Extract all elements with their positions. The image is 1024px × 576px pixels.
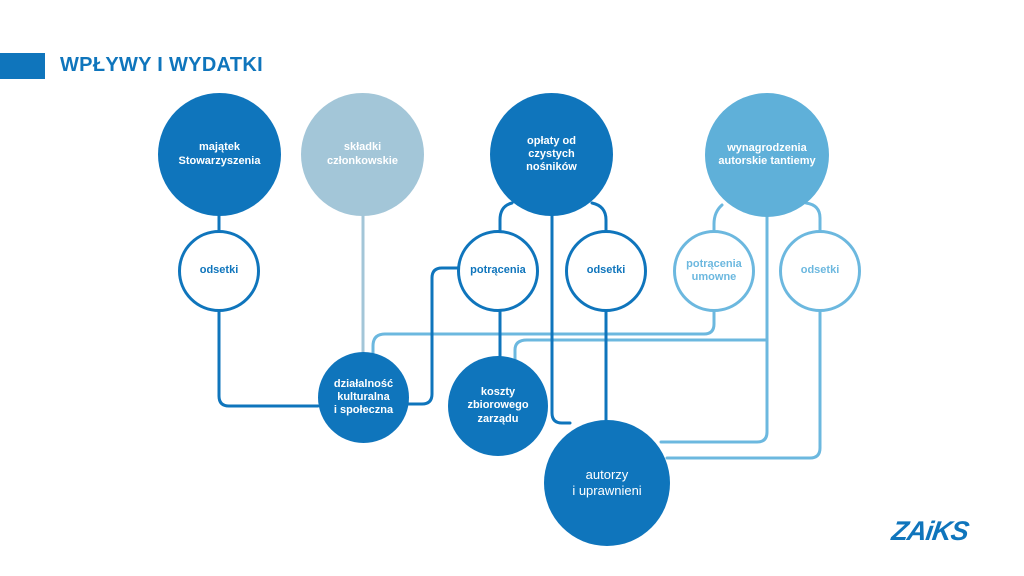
zaiks-logo: ZAiKS [889, 516, 971, 546]
node-potracenia-umowne: potrącenia umowne [673, 230, 755, 312]
connector-odsetki3 [665, 310, 822, 460]
node-odsetki-3: odsetki [779, 230, 861, 312]
page-title: WPŁYWY I WYDATKI [60, 54, 263, 76]
connector-oplaty-right [590, 201, 608, 232]
node-koszty: koszty zbiorowego zarządu [448, 356, 548, 456]
node-oplaty: opłaty od czystych nośników [490, 93, 613, 216]
connector-potracenia-umowne [371, 310, 716, 358]
node-skladki: składki członkowskie [301, 93, 424, 216]
node-dzialalnosc: działalność kulturalna i społeczna [318, 352, 409, 443]
node-odsetki-2: odsetki [565, 230, 647, 312]
connector-wynagrodzenia-autorzy [659, 215, 769, 444]
node-majatek: majątek Stowarzyszenia [158, 93, 281, 216]
connector-wynagrodzenia-left [712, 203, 724, 236]
connector-oplaty-autorzy [550, 214, 572, 425]
node-autorzy: autorzy i uprawnieni [544, 420, 670, 546]
node-potracenia: potrącenia [457, 230, 539, 312]
connector-wynagrodzenia-right [804, 201, 822, 236]
connector-potracenia-dzialalnosc [406, 266, 462, 406]
title-accent-bar [0, 53, 45, 79]
connector-koszty-wynagrodzenia [513, 338, 769, 362]
node-odsetki-1: odsetki [178, 230, 260, 312]
connector-oplaty-left [498, 201, 514, 232]
node-wynagrodzenia: wynagrodzenia autorskie tantiemy [705, 93, 829, 217]
connector-odsetki1 [217, 308, 320, 408]
